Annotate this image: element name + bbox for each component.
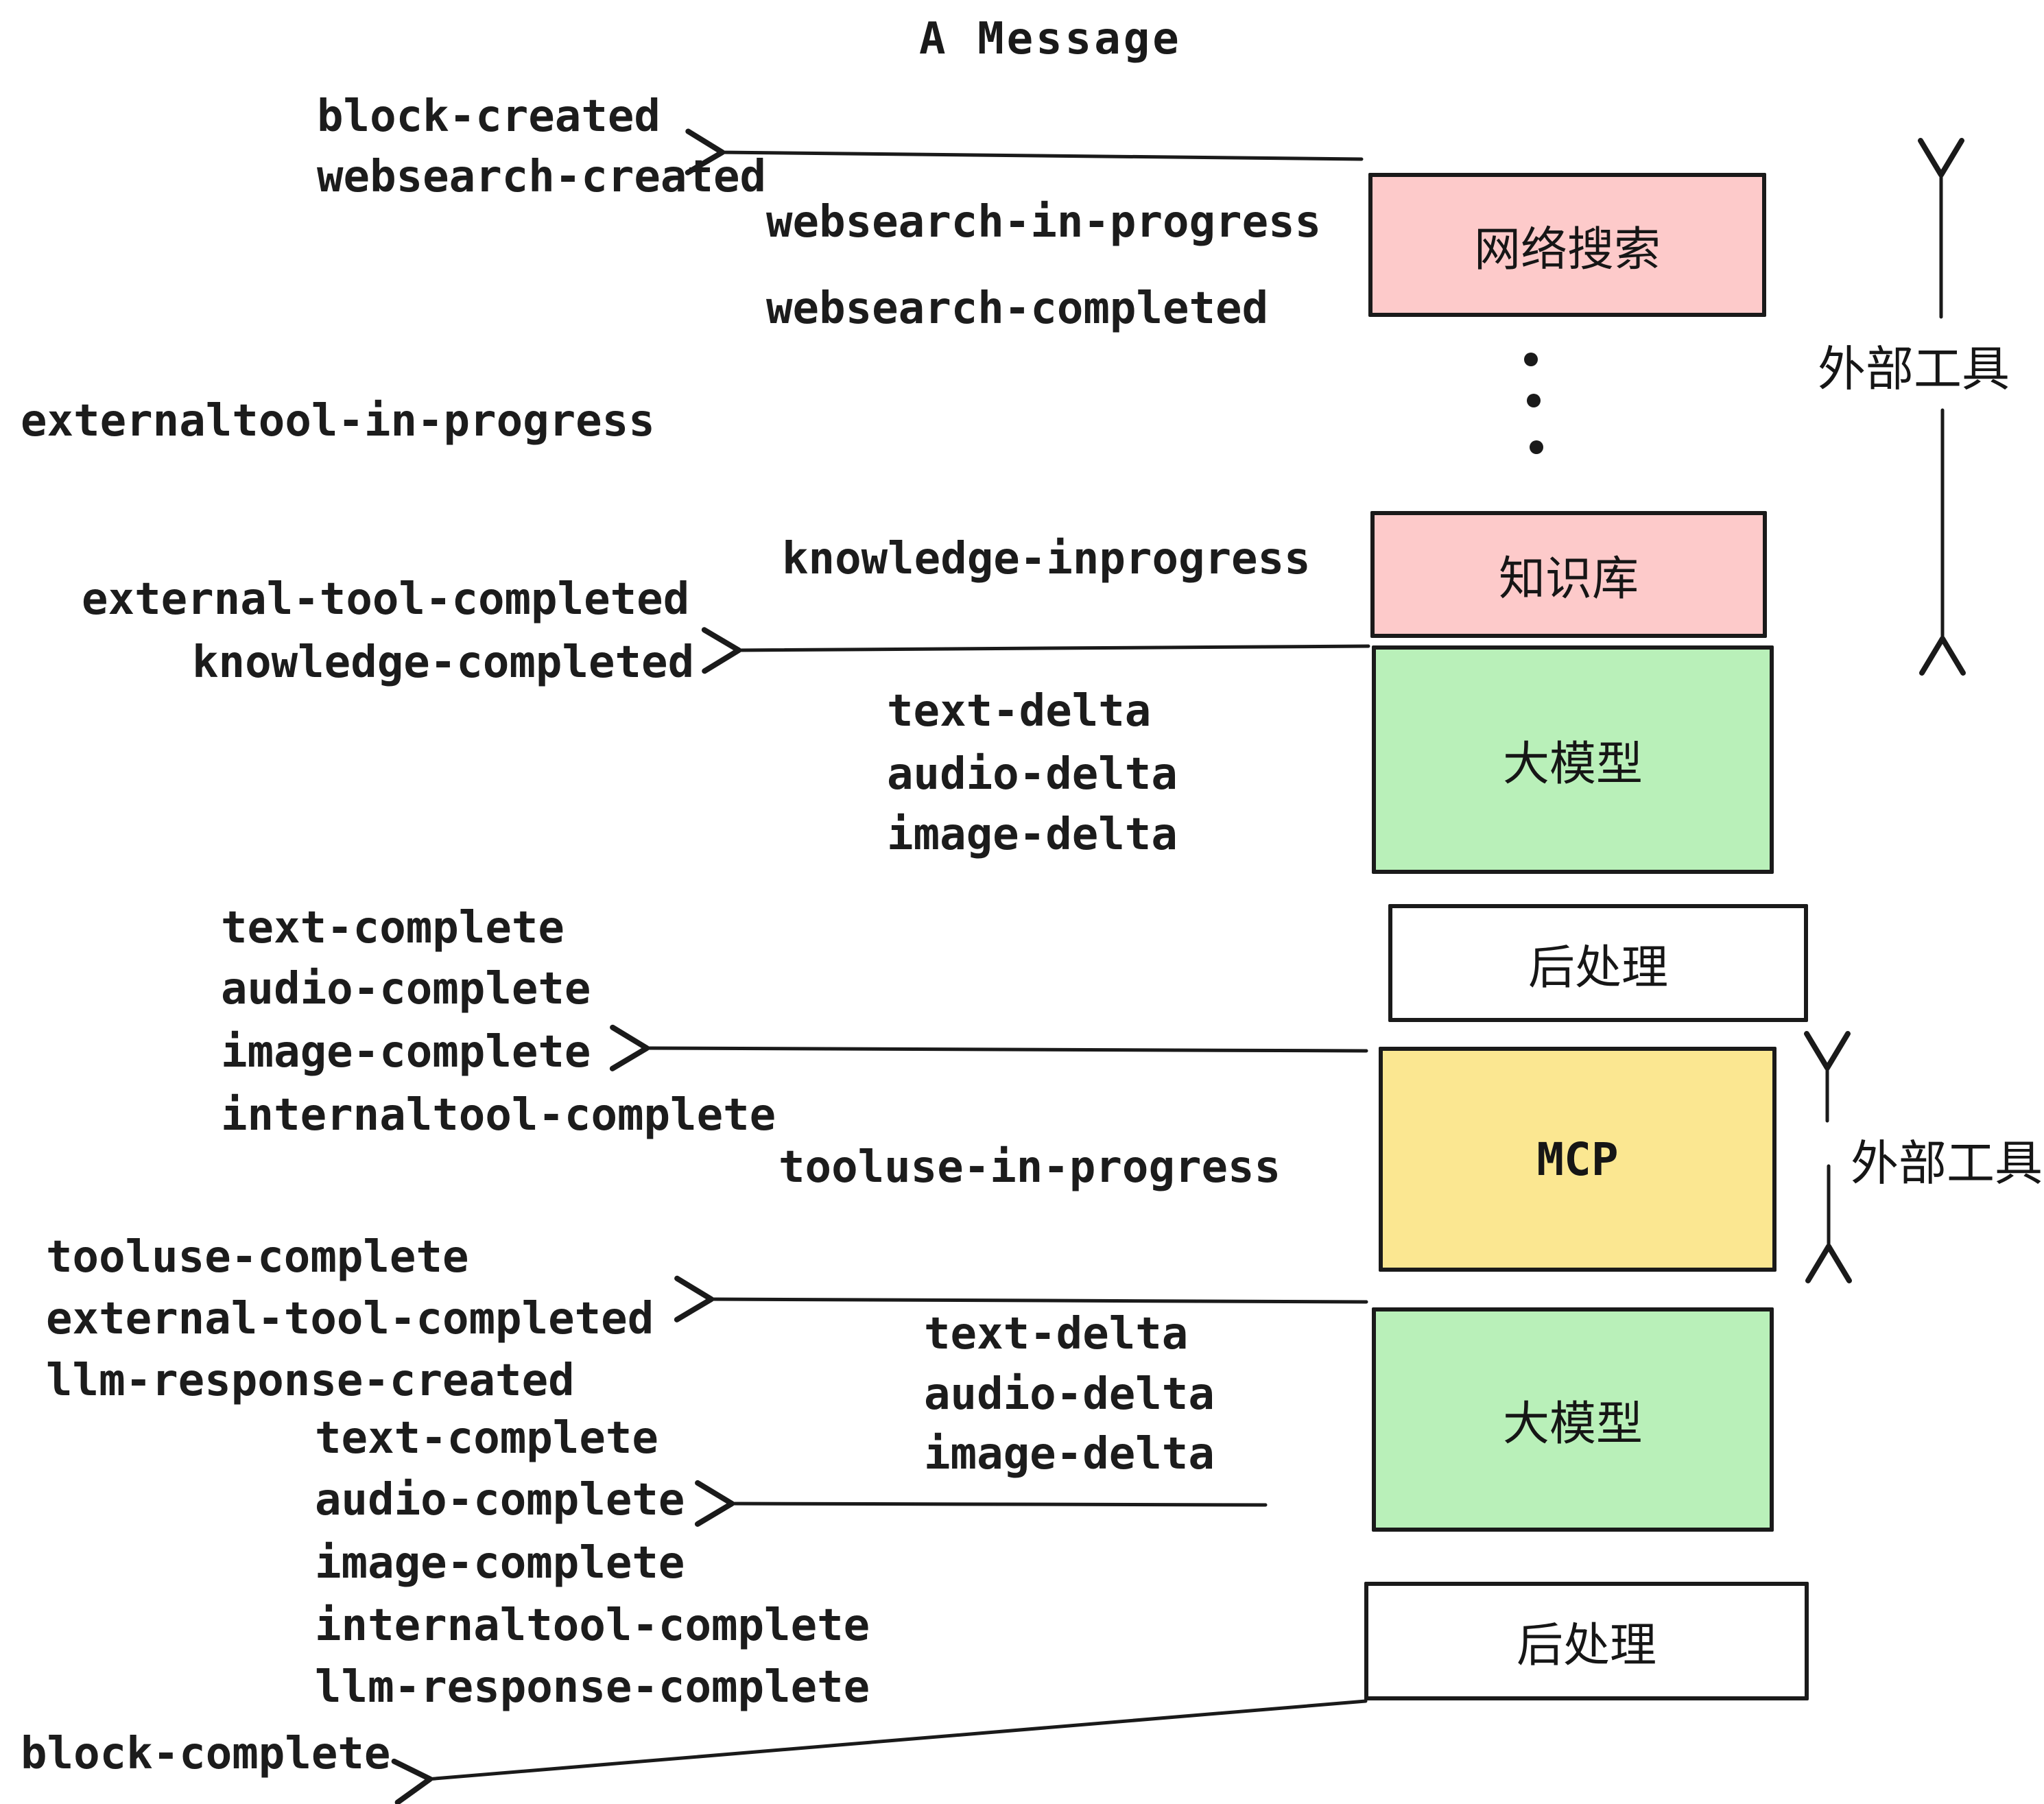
arrow-llm2-complete xyxy=(694,1480,1268,1527)
event-image-complete: image-complete xyxy=(221,1027,591,1078)
event-internaltool-complete: internaltool-complete xyxy=(221,1090,776,1141)
llm-box-1-label: 大模型 xyxy=(1502,737,1643,792)
arrow-block-complete xyxy=(391,1699,1368,1804)
event-text-complete: text-complete xyxy=(221,903,565,953)
event-image-complete-2: image-complete xyxy=(315,1538,685,1589)
event-externaltool-in-progress: externaltool-in-progress xyxy=(21,396,655,447)
event-block-complete: block-complete xyxy=(21,1729,391,1779)
event-text-delta-2: text-delta xyxy=(924,1309,1189,1360)
event-tooluse-complete: tooluse-complete xyxy=(46,1232,469,1283)
event-knowledge-inprogress: knowledge-inprogress xyxy=(782,534,1311,584)
postprocess-box-2-label: 后处理 xyxy=(1516,1619,1656,1673)
event-external-tool-completed: external-tool-completed xyxy=(82,574,690,625)
arrow-websearch-created xyxy=(685,128,1364,176)
knowledge-box: 知识库 xyxy=(1370,511,1767,638)
llm-box-1: 大模型 xyxy=(1372,645,1774,874)
event-tooluse-in-progress: tooluse-in-progress xyxy=(779,1142,1281,1193)
postprocess-box-1: 后处理 xyxy=(1388,904,1808,1022)
websearch-box-label: 网络搜索 xyxy=(1473,222,1661,277)
event-websearch-created: websearch-created xyxy=(317,152,767,202)
ellipsis-dots-icon xyxy=(1524,353,1543,454)
event-external-tool-completed-2: external-tool-completed xyxy=(46,1294,654,1344)
llm-box-2-label: 大模型 xyxy=(1502,1397,1643,1451)
event-llm-response-complete: llm-response-complete xyxy=(315,1662,870,1713)
postprocess-box-1-label: 后处理 xyxy=(1528,940,1668,995)
event-audio-delta: audio-delta xyxy=(887,749,1178,800)
event-audio-delta-2: audio-delta xyxy=(924,1369,1215,1420)
event-internaltool-complete-2: internaltool-complete xyxy=(315,1600,870,1651)
websearch-box: 网络搜索 xyxy=(1368,173,1766,317)
event-text-complete-2: text-complete xyxy=(315,1413,658,1464)
arrow-tooluse-complete xyxy=(674,1275,1368,1322)
event-llm-response-created: llm-response-created xyxy=(46,1355,575,1406)
event-audio-complete-2: audio-complete xyxy=(315,1475,685,1526)
mcp-box: MCP xyxy=(1379,1047,1776,1272)
llm-box-2: 大模型 xyxy=(1372,1307,1774,1532)
event-text-delta: text-delta xyxy=(887,686,1152,737)
event-websearch-in-progress: websearch-in-progress xyxy=(766,197,1322,248)
arrow-internal-complete xyxy=(609,1024,1368,1071)
external-tools-annotation-1: 外部工具 xyxy=(1818,341,2010,397)
event-knowledge-completed: knowledge-completed xyxy=(192,637,695,688)
event-audio-complete: audio-complete xyxy=(221,964,591,1014)
external-tools-annotation-2: 外部工具 xyxy=(1851,1135,2043,1191)
diagram-title: A Message xyxy=(919,14,1182,64)
event-block-created: block-created xyxy=(317,91,661,142)
event-image-delta: image-delta xyxy=(887,809,1178,860)
mcp-box-label: MCP xyxy=(1536,1132,1619,1186)
arrow-knowledge-completed xyxy=(701,627,1370,674)
event-websearch-completed: websearch-completed xyxy=(766,283,1269,334)
postprocess-box-2: 后处理 xyxy=(1364,1582,1809,1700)
knowledge-box-label: 知识库 xyxy=(1498,552,1639,606)
event-image-delta-2: image-delta xyxy=(924,1429,1215,1480)
